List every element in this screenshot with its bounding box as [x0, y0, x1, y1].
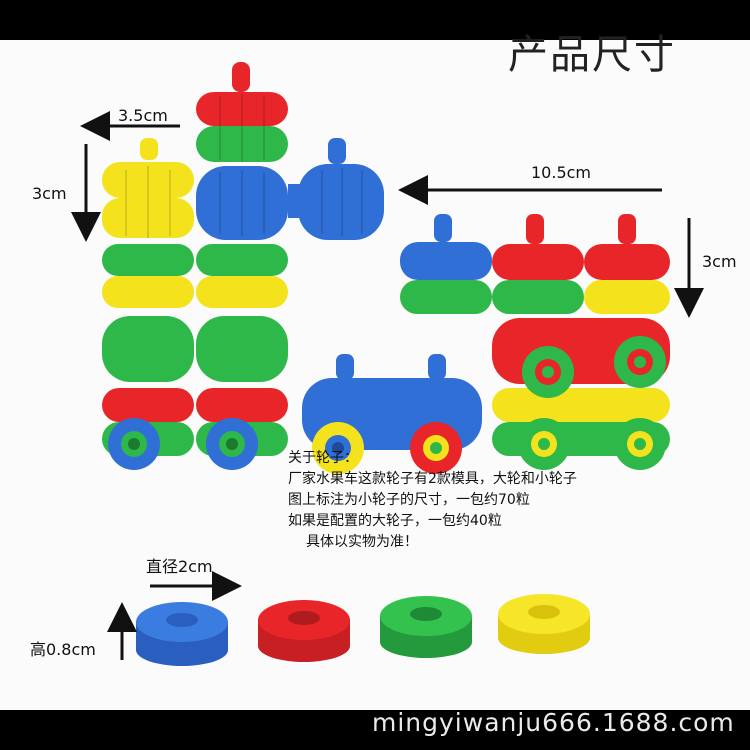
- wheel-note: 关于轮子： 厂家水果车这款轮子有2款模具，大轮和小轮子 图上标注为小轮子的尺寸，…: [288, 448, 577, 553]
- page-title: 产品尺寸: [508, 32, 676, 78]
- note-heading: 关于轮子：: [288, 450, 358, 466]
- left-height-label: 3cm: [32, 184, 67, 203]
- wheel-samples: [136, 594, 590, 666]
- wheel-diameter-label: 直径2cm: [146, 557, 213, 576]
- watermark: mingyiwanju666.1688.com: [372, 708, 735, 737]
- right-block-toy: [400, 214, 670, 470]
- wheel-height-label: 高0.8cm: [30, 640, 96, 659]
- middle-car-toy: [302, 354, 482, 474]
- wheel-red: [258, 600, 350, 662]
- left-tower-toy: [102, 62, 384, 470]
- note-line: 厂家水果车这款轮子有2款模具，大轮和小轮子: [288, 471, 577, 487]
- wheel-blue: [136, 602, 228, 666]
- note-line: 图上标注为小轮子的尺寸，一包约70粒: [288, 492, 530, 508]
- note-line: 如果是配置的大轮子，一包约40粒: [288, 513, 502, 529]
- train-length-label: 10.5cm: [531, 163, 592, 182]
- right-height-label: 3cm: [702, 252, 737, 271]
- note-line: 具体以实物为准！: [306, 534, 418, 550]
- wheel-yellow: [498, 594, 590, 654]
- wheel-green: [380, 596, 472, 658]
- top-width-label: 3.5cm: [118, 106, 168, 125]
